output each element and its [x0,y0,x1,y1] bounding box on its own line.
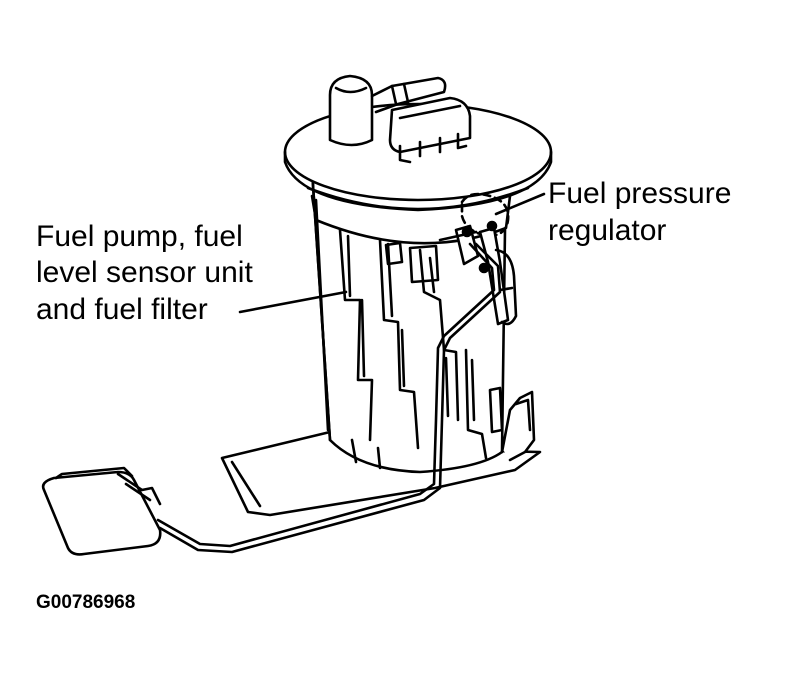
pump-assembly-leader-line [238,290,348,314]
electrical-connector [388,96,472,164]
regulator-leader-line [494,192,546,216]
fuel-outlet-pipe [328,74,447,147]
pump-assembly-label-line-1: Fuel pump, fuel [36,220,243,253]
pump-assembly-label-line-2: level sensor unit [36,256,253,289]
regulator-label-line-1: Fuel pressure [548,177,732,210]
float-arm [156,242,502,554]
figure-code: G00786968 [36,592,136,613]
pump-assembly-label-line-3: and fuel filter [36,293,208,326]
level-sensor-float [41,466,162,556]
pump-body [310,168,536,474]
regulator-label-line-2: regulator [548,214,667,247]
